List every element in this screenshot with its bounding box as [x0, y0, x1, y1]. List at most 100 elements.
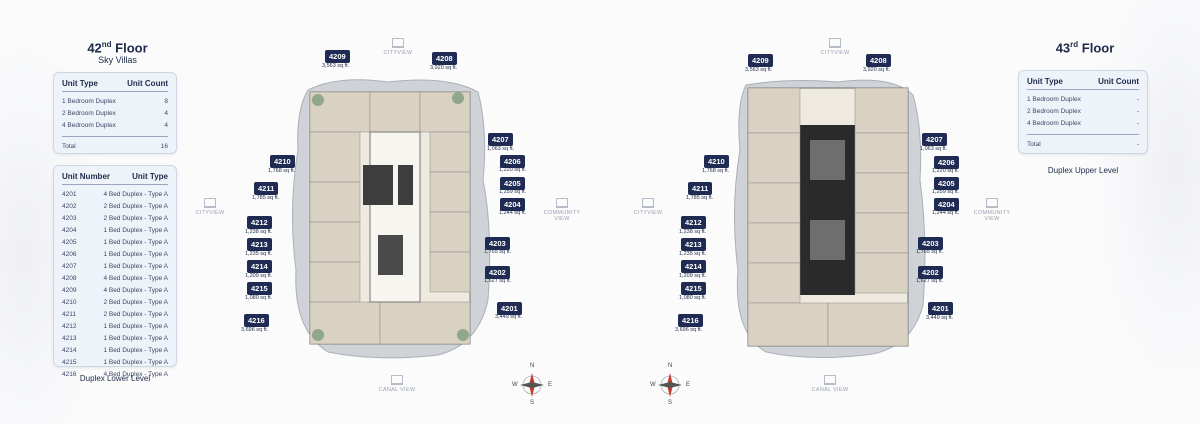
- unit-area-4206-right: 1,220 sq ft.: [932, 168, 960, 174]
- unit-tag-4216-right[interactable]: 4216: [678, 314, 703, 327]
- building-icon: [204, 198, 216, 208]
- unit-area-4209-right: 3,563 sq ft.: [745, 67, 773, 73]
- building-icon: [392, 38, 404, 48]
- building-icon: [829, 38, 841, 48]
- unit-tag-4207-left[interactable]: 4207: [488, 133, 513, 146]
- city-view-label-top-left: CITYVIEW: [378, 38, 418, 56]
- unit-area-4215-left: 1,080 sq ft.: [245, 295, 273, 301]
- unit-area-4213-left: 1,235 sq ft.: [245, 251, 273, 257]
- unit-tag-4216-left[interactable]: 4216: [244, 314, 269, 327]
- unit-area-4211-left: 1,785 sq ft.: [252, 195, 280, 201]
- canal-icon: [824, 375, 836, 385]
- unit-area-4212-left: 1,238 sq ft.: [245, 229, 273, 235]
- unit-area-4203-left: 1,765 sq ft.: [484, 249, 512, 255]
- unit-area-4201-left: 3,449 sq ft.: [495, 314, 523, 320]
- city-view-label-top-right: CITYVIEW: [815, 38, 855, 56]
- unit-tag-4209-right[interactable]: 4209: [748, 54, 773, 67]
- unit-area-4210-right: 1,768 sq ft.: [702, 168, 730, 174]
- unit-tag-4202-right[interactable]: 4202: [918, 266, 943, 279]
- unit-tag-4207-right[interactable]: 4207: [922, 133, 947, 146]
- unit-tag-4208-left[interactable]: 4208: [432, 52, 457, 65]
- unit-tag-4214-right[interactable]: 4214: [681, 260, 706, 273]
- unit-tag-4205-left[interactable]: 4205: [500, 177, 525, 190]
- unit-tag-4205-right[interactable]: 4205: [934, 177, 959, 190]
- table-row: 2 Bedroom Duplex-: [1027, 108, 1139, 115]
- unit-area-4214-right: 1,209 sq ft.: [679, 273, 707, 279]
- unit-tag-4206-right[interactable]: 4206: [934, 156, 959, 169]
- unit-tag-4208-right[interactable]: 4208: [866, 54, 891, 67]
- unit-tag-4213-right[interactable]: 4213: [681, 238, 706, 251]
- unit-tag-4203-left[interactable]: 4203: [485, 237, 510, 250]
- unit-area-4202-left: 1,627 sq ft.: [484, 278, 512, 284]
- unit-tag-4210-right[interactable]: 4210: [704, 155, 729, 168]
- unit-tag-4204-left[interactable]: 4204: [500, 198, 525, 211]
- level-label-lower: Duplex Lower Level: [79, 374, 151, 383]
- floor-plan-43: [733, 79, 926, 359]
- unit-area-4214-left: 1,209 sq ft.: [245, 273, 273, 279]
- unit-area-4208-left: 3,920 sq ft.: [430, 65, 458, 71]
- unit-area-4210-left: 1,768 sq ft.: [268, 168, 296, 174]
- unit-tag-4204-right[interactable]: 4204: [934, 198, 959, 211]
- unit-tag-4210-left[interactable]: 4210: [270, 155, 295, 168]
- background-swirl-right: [1080, 0, 1200, 424]
- city-view-label-right: CITYVIEW: [628, 198, 668, 216]
- unit-tag-4201-left[interactable]: 4201: [497, 302, 522, 315]
- unit-tag-4211-left[interactable]: 4211: [254, 182, 279, 195]
- canal-icon: [391, 375, 403, 385]
- unit-tag-4203-right[interactable]: 4203: [918, 237, 943, 250]
- unit-area-4216-right: 3,696 sq ft.: [675, 327, 703, 333]
- floor-subtitle: Sky Villas: [98, 55, 137, 65]
- unit-tag-4212-right[interactable]: 4212: [681, 216, 706, 229]
- canal-view-label-right: CANAL VIEW: [808, 375, 852, 393]
- unit-tag-4206-left[interactable]: 4206: [500, 155, 525, 168]
- unit-area-4216-left: 3,696 sq ft.: [241, 327, 269, 333]
- unit-area-4204-left: 1,244 sq ft.: [499, 210, 527, 216]
- unit-area-4205-right: 1,259 sq ft.: [932, 189, 960, 195]
- floor-title-43: 43rd Floor: [1055, 40, 1115, 56]
- unit-area-4208-right: 3,920 sq ft.: [863, 67, 891, 73]
- unit-area-4211-right: 1,785 sq ft.: [686, 195, 714, 201]
- unit-tag-4215-right[interactable]: 4215: [681, 282, 706, 295]
- building-icon: [642, 198, 654, 208]
- unit-area-4203-right: 1,765 sq ft.: [916, 249, 944, 255]
- unit-tag-4201-right[interactable]: 4201: [928, 302, 953, 315]
- community-icon: [556, 198, 568, 208]
- canal-view-label-left: CANAL VIEW: [375, 375, 419, 393]
- unit-tag-4209-left[interactable]: 4209: [325, 50, 350, 63]
- unit-area-4204-right: 1,244 sq ft.: [932, 210, 960, 216]
- unit-tag-4202-left[interactable]: 4202: [485, 266, 510, 279]
- unit-area-4205-left: 1,259 sq ft.: [499, 189, 527, 195]
- unit-area-4213-right: 1,235 sq ft.: [679, 251, 707, 257]
- unit-tag-4213-left[interactable]: 4213: [247, 238, 272, 251]
- floor-plan-42: [291, 79, 491, 359]
- unit-tag-4212-left[interactable]: 4212: [247, 216, 272, 229]
- unit-area-4206-left: 1,220 sq ft.: [499, 167, 527, 173]
- unit-tag-4211-right[interactable]: 4211: [688, 182, 713, 195]
- unit-area-4215-right: 1,080 sq ft.: [679, 295, 707, 301]
- unit-tag-4214-left[interactable]: 4214: [247, 260, 272, 273]
- unit-tag-4215-left[interactable]: 4215: [247, 282, 272, 295]
- city-view-label-left: CITYVIEW: [190, 198, 230, 216]
- unit-area-4202-right: 1,627 sq ft.: [916, 278, 944, 284]
- unit-area-4207-left: 1,063 sq ft.: [487, 146, 515, 152]
- floor-title-42: 42nd Floor: [87, 40, 148, 56]
- level-label-upper: Duplex Upper Level: [1047, 166, 1119, 175]
